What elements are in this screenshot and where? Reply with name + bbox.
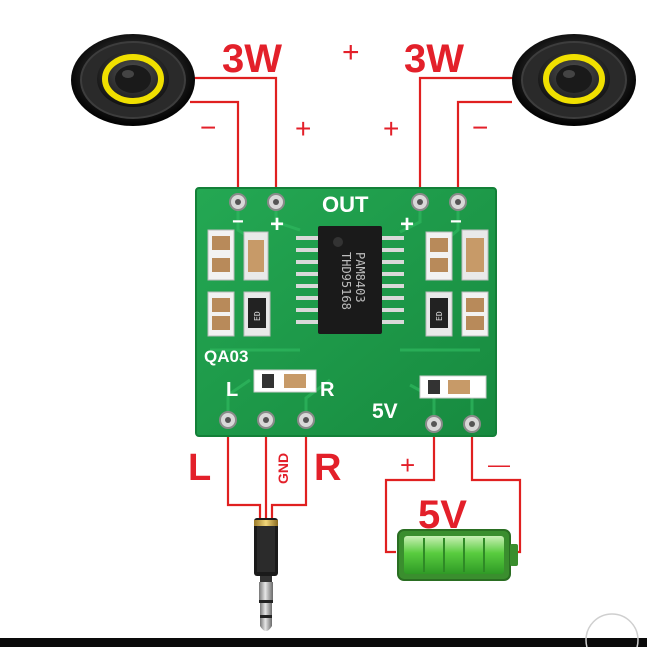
board-left-minus: −	[232, 211, 244, 233]
board-right-minus: −	[450, 211, 462, 233]
pam8403-chip: PAM8403 THD95168	[296, 226, 404, 334]
wire-left-plus	[192, 76, 278, 196]
output-pads	[229, 193, 467, 211]
input-l-label: L	[188, 447, 211, 489]
left-power-label: 3W	[222, 37, 282, 81]
board-model-label: QA03	[204, 347, 248, 366]
board-input-l-label: L	[226, 379, 238, 401]
wire-supply-plus	[384, 426, 436, 554]
left-smd-components: ED	[207, 229, 271, 337]
amplifier-board: OUT − + + − ED ED	[195, 187, 497, 437]
top-plus-label: +	[342, 36, 360, 69]
chip-marking-line2: THD95168	[339, 252, 353, 310]
input-gnd-label: GND	[275, 453, 291, 484]
board-left-plus: +	[270, 211, 284, 238]
audio-jack-icon	[254, 518, 278, 631]
right-smd-components: ED	[425, 229, 489, 337]
battery-icon	[397, 529, 518, 581]
wire-right-plus	[418, 76, 514, 196]
board-5v-label: 5V	[372, 400, 398, 423]
right-power-label: 3W	[404, 37, 464, 81]
cap-label-left: ED	[253, 311, 262, 321]
board-out-label: OUT	[322, 192, 369, 217]
right-speaker-icon	[512, 34, 636, 126]
wire-input-r	[270, 420, 308, 520]
left-minus-label: −	[200, 112, 216, 143]
wire-input-l	[226, 420, 262, 520]
supply-plus-label: +	[400, 450, 415, 480]
wire-left-minus	[190, 100, 240, 196]
right-plus-label: +	[383, 113, 399, 144]
wire-right-minus	[456, 100, 512, 196]
bottom-band	[0, 638, 647, 647]
supply-minus-label: —	[488, 452, 510, 477]
board-input-r-label: R	[320, 379, 335, 401]
chip-marking-line1: PAM8403	[353, 252, 367, 303]
cap-label-right: ED	[435, 311, 444, 321]
bottom-smd-components	[253, 369, 487, 399]
input-pads	[219, 411, 315, 429]
input-r-label: R	[314, 447, 341, 489]
left-speaker-icon	[71, 34, 195, 126]
corner-circle	[585, 613, 639, 652]
board-right-plus: +	[400, 211, 414, 238]
power-pads	[425, 415, 481, 433]
right-minus-label: −	[472, 112, 488, 143]
left-plus-label: +	[295, 113, 311, 144]
